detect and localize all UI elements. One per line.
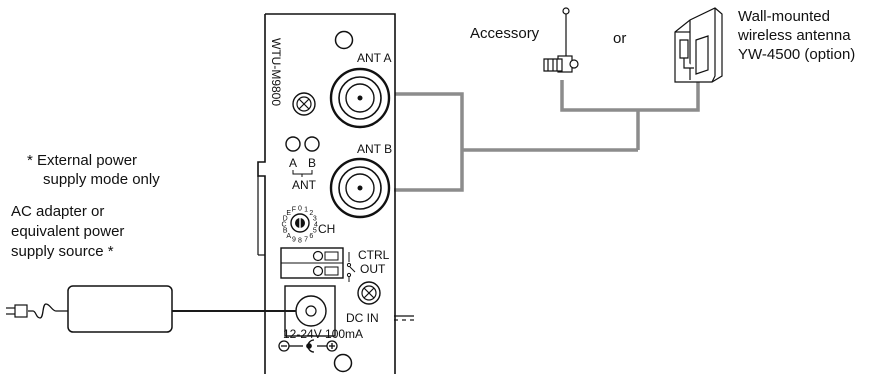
wall-antenna-label-3: YW-4500 (option) bbox=[738, 46, 855, 63]
channel-digit: 8 bbox=[298, 238, 302, 245]
ac-adapter bbox=[6, 285, 296, 333]
power-note-1: * External power bbox=[27, 152, 137, 169]
antenna-cables bbox=[394, 80, 700, 192]
wall-mounted-antenna-icon bbox=[674, 7, 723, 83]
channel-digit: 3 bbox=[313, 215, 317, 222]
channel-digit: 9 bbox=[292, 236, 296, 243]
polarity-symbol-icon bbox=[278, 339, 338, 353]
dc-spec-label: 12-24V 100mA bbox=[283, 327, 363, 341]
or-label: or bbox=[613, 30, 626, 47]
device-panel: WTU-M9800 ANT A ANT B A bbox=[257, 13, 414, 374]
channel-digit: 0 bbox=[298, 206, 302, 213]
dc-in-label: DC IN bbox=[346, 311, 379, 325]
led-b-icon bbox=[304, 136, 320, 152]
dc-symbol-icon bbox=[394, 315, 414, 321]
adapter-label-2: equivalent power bbox=[11, 223, 124, 240]
adapter-label-3: supply source * bbox=[11, 243, 114, 260]
channel-digit: A bbox=[286, 233, 291, 240]
led-b-label: B bbox=[308, 156, 316, 170]
ant-a-label: ANT A bbox=[357, 51, 391, 65]
channel-digit: C bbox=[281, 222, 286, 229]
ctrl-label: CTRL bbox=[358, 248, 390, 262]
ch-label: CH bbox=[318, 222, 335, 236]
channel-digit: E bbox=[286, 210, 291, 217]
channel-digit: B bbox=[283, 228, 288, 235]
wall-antenna-label-2: wireless antenna bbox=[737, 27, 851, 44]
channel-digit: 5 bbox=[313, 228, 317, 235]
ant-b-connector[interactable] bbox=[329, 157, 391, 219]
out-label: OUT bbox=[360, 262, 386, 276]
ground-screw-icon bbox=[357, 281, 381, 305]
wall-antenna-label-1: Wall-mounted bbox=[738, 8, 830, 25]
channel-digit: D bbox=[283, 215, 288, 222]
model-label: WTU-M9800 bbox=[269, 38, 283, 106]
ant-a-connector[interactable] bbox=[329, 67, 391, 129]
panel-screw-icon bbox=[292, 92, 316, 116]
channel-digit: F bbox=[292, 207, 296, 214]
ant-led-indicators: A B ANT bbox=[285, 136, 320, 192]
accessory-antenna-icon bbox=[543, 7, 579, 73]
power-note-2: supply mode only bbox=[43, 171, 160, 188]
led-a-label: A bbox=[289, 156, 297, 170]
led-a-icon bbox=[285, 136, 301, 152]
ctrl-out-terminal[interactable] bbox=[280, 247, 344, 279]
ant-b-label: ANT B bbox=[357, 142, 392, 156]
adapter-label-1: AC adapter or bbox=[11, 203, 104, 220]
channel-digit: 6 bbox=[309, 233, 313, 240]
ac-plug-icon bbox=[6, 304, 28, 318]
channel-digit: 2 bbox=[309, 210, 313, 217]
ant-group-label: ANT bbox=[292, 178, 317, 192]
accessory-label: Accessory bbox=[470, 25, 540, 42]
channel-digit: 4 bbox=[314, 222, 318, 229]
channel-digit: 1 bbox=[304, 207, 308, 214]
bottom-mounting-hole bbox=[333, 353, 353, 373]
top-mounting-hole bbox=[334, 30, 354, 50]
channel-digit: 7 bbox=[304, 236, 308, 243]
relay-contact-icon bbox=[346, 252, 356, 282]
